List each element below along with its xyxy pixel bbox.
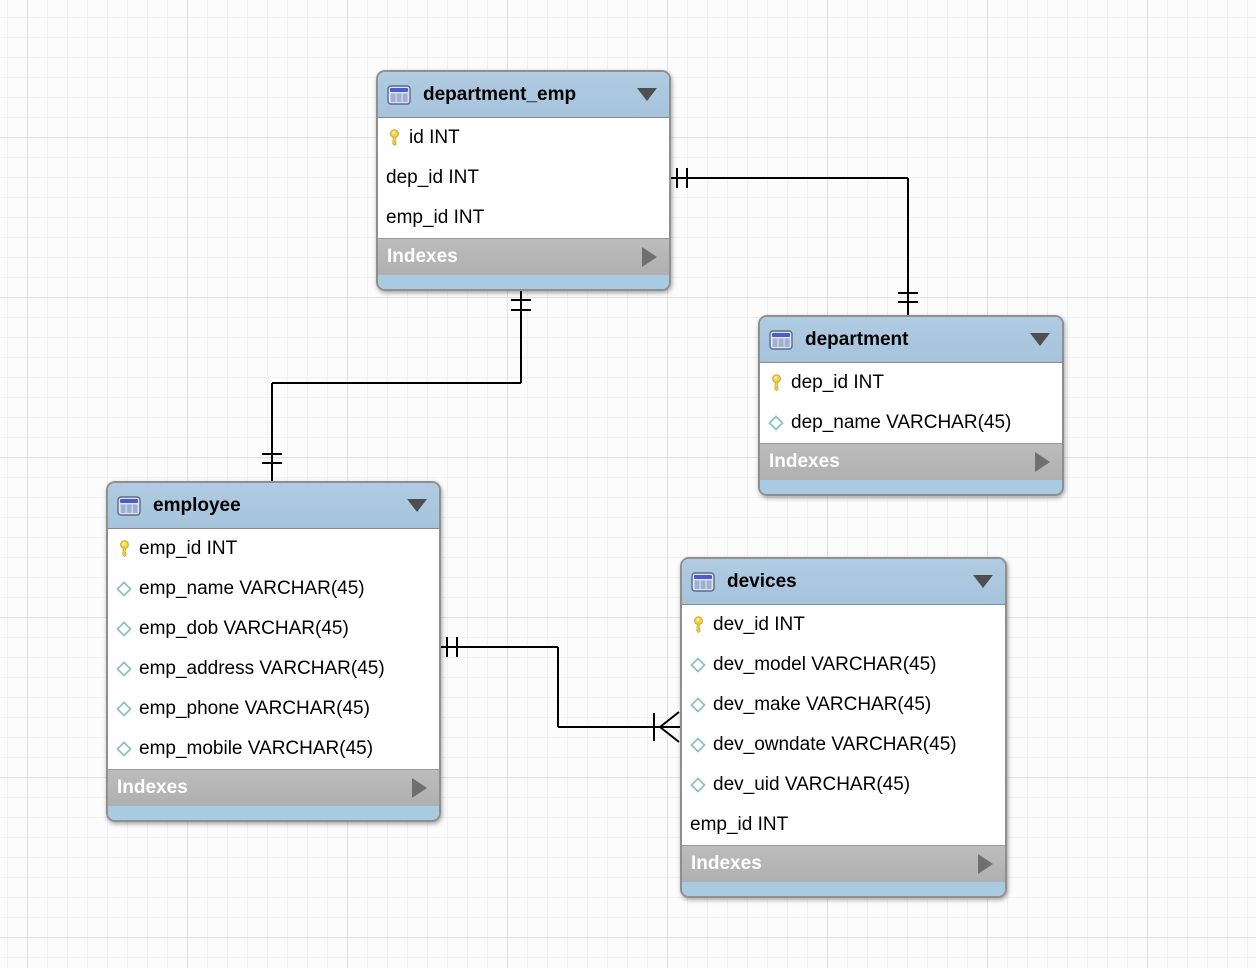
column-row[interactable]: dev_uid VARCHAR(45)	[682, 765, 1005, 805]
expand-arrow-icon[interactable]	[1035, 452, 1050, 472]
column-diamond-icon	[116, 621, 132, 637]
table-name: department	[805, 328, 909, 350]
column-row[interactable]: emp_id INT	[378, 198, 669, 238]
column-list: emp_id INT emp_name VARCHAR(45) emp_dob VA…	[108, 529, 439, 769]
table-icon	[691, 571, 715, 592]
column-definition: dep_id INT	[791, 372, 884, 393]
column-definition: id INT	[409, 127, 460, 148]
table-footer-strip	[682, 882, 1005, 896]
column-definition: emp_dob VARCHAR(45)	[139, 618, 349, 639]
indexes-bar[interactable]: Indexes	[682, 845, 1005, 882]
column-diamond-icon	[690, 777, 706, 793]
column-definition: dep_name VARCHAR(45)	[791, 412, 1012, 433]
column-list: dep_id INT dep_name VARCHAR(45)	[760, 363, 1062, 443]
primary-key-icon	[386, 129, 402, 147]
column-definition: dev_owndate VARCHAR(45)	[713, 734, 957, 755]
column-row[interactable]: dep_id INT	[760, 363, 1062, 403]
column-definition: emp_mobile VARCHAR(45)	[139, 738, 374, 759]
collapse-caret-icon[interactable]	[1030, 333, 1050, 346]
primary-key-icon	[116, 540, 132, 558]
column-row[interactable]: dev_owndate VARCHAR(45)	[682, 725, 1005, 765]
column-diamond-icon	[116, 661, 132, 677]
primary-key-icon	[690, 616, 706, 634]
table-name: employee	[153, 494, 241, 516]
column-definition: emp_address VARCHAR(45)	[139, 658, 385, 679]
table-department[interactable]: department dep_id INT dep_name VARCHAR(45)…	[758, 315, 1064, 496]
column-diamond-icon	[116, 581, 132, 597]
column-diamond-icon	[116, 701, 132, 717]
relationship-line[interactable]	[659, 726, 680, 743]
expand-arrow-icon[interactable]	[642, 247, 657, 267]
column-row[interactable]: dep_id INT	[378, 158, 669, 198]
table-footer-strip	[378, 275, 669, 289]
column-definition: dev_model VARCHAR(45)	[713, 654, 937, 675]
primary-key-icon	[768, 374, 784, 392]
relationship-department_emp-department[interactable]	[667, 168, 918, 315]
table-name: devices	[727, 570, 797, 592]
column-definition: dep_id INT	[386, 167, 479, 188]
table-header[interactable]: employee	[108, 483, 439, 529]
table-header[interactable]: devices	[682, 559, 1005, 605]
indexes-label: Indexes	[387, 246, 458, 267]
column-row[interactable]: emp_phone VARCHAR(45)	[108, 689, 439, 729]
relationship-line[interactable]	[659, 711, 680, 728]
column-definition: dev_uid VARCHAR(45)	[713, 774, 911, 795]
column-row[interactable]: emp_id INT	[682, 805, 1005, 845]
column-row[interactable]: dep_name VARCHAR(45)	[760, 403, 1062, 443]
column-diamond-icon	[116, 741, 132, 757]
indexes-label: Indexes	[769, 451, 840, 472]
column-definition: dev_id INT	[713, 614, 805, 635]
column-definition: emp_phone VARCHAR(45)	[139, 698, 370, 719]
table-footer-strip	[108, 806, 439, 820]
column-row[interactable]: emp_name VARCHAR(45)	[108, 569, 439, 609]
column-definition: emp_name VARCHAR(45)	[139, 578, 365, 599]
column-row[interactable]: dev_model VARCHAR(45)	[682, 645, 1005, 685]
column-row[interactable]: emp_dob VARCHAR(45)	[108, 609, 439, 649]
table-icon	[117, 495, 141, 516]
column-list: dev_id INT dev_model VARCHAR(45) dev_make …	[682, 605, 1005, 845]
column-row[interactable]: dev_id INT	[682, 605, 1005, 645]
indexes-bar[interactable]: Indexes	[108, 769, 439, 806]
column-diamond-icon	[768, 415, 784, 431]
expand-arrow-icon[interactable]	[412, 778, 427, 798]
column-row[interactable]: dev_make VARCHAR(45)	[682, 685, 1005, 725]
column-row[interactable]: emp_mobile VARCHAR(45)	[108, 729, 439, 769]
relationship-department_emp-employee[interactable]	[262, 288, 531, 481]
column-row[interactable]: id INT	[378, 118, 669, 158]
table-header[interactable]: department_emp	[378, 72, 669, 118]
column-definition: emp_id INT	[139, 538, 238, 559]
table-header[interactable]: department	[760, 317, 1062, 363]
expand-arrow-icon[interactable]	[978, 854, 993, 874]
column-list: id INT dep_id INT emp_id INT	[378, 118, 669, 238]
table-footer-strip	[760, 480, 1062, 494]
indexes-bar[interactable]: Indexes	[378, 238, 669, 275]
collapse-caret-icon[interactable]	[973, 575, 993, 588]
table-icon	[769, 329, 793, 350]
collapse-caret-icon[interactable]	[637, 88, 657, 101]
relationship-employee-devices[interactable]	[437, 637, 680, 743]
table-name: department_emp	[423, 83, 577, 105]
column-definition: dev_make VARCHAR(45)	[713, 694, 932, 715]
collapse-caret-icon[interactable]	[407, 499, 427, 512]
table-icon	[387, 84, 411, 105]
indexes-label: Indexes	[691, 853, 762, 874]
column-diamond-icon	[690, 697, 706, 713]
indexes-label: Indexes	[117, 777, 188, 798]
column-diamond-icon	[690, 657, 706, 673]
column-definition: emp_id INT	[386, 207, 485, 228]
column-diamond-icon	[690, 737, 706, 753]
indexes-bar[interactable]: Indexes	[760, 443, 1062, 480]
column-definition: emp_id INT	[690, 814, 789, 835]
column-row[interactable]: emp_id INT	[108, 529, 439, 569]
column-row[interactable]: emp_address VARCHAR(45)	[108, 649, 439, 689]
